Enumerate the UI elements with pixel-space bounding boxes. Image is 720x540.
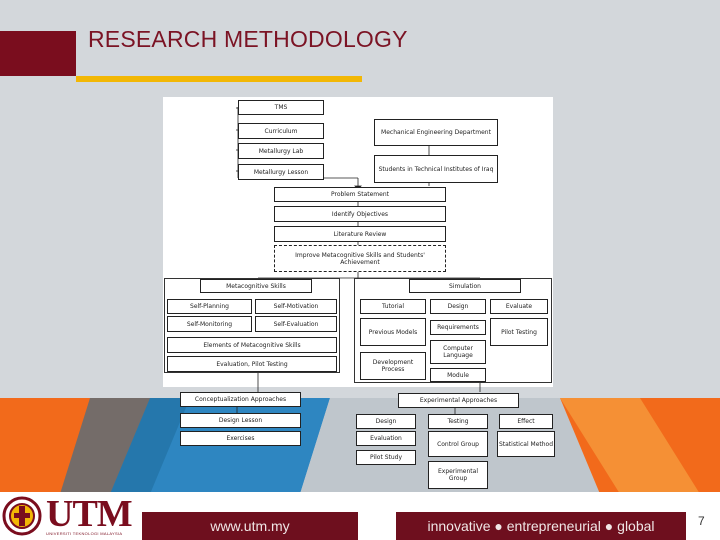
footer-tagline: innovative ● entrepreneurial ● global	[396, 512, 686, 540]
box-self-planning: Self-Planning	[167, 299, 252, 314]
logo-wordmark: UTM	[46, 493, 133, 535]
box-students: Students in Technical Institutes of Iraq	[374, 155, 498, 183]
box-experimental: Experimental Approaches	[398, 393, 519, 408]
page-number: 7	[698, 514, 705, 528]
box-elements: Elements of Metacognitive Skills	[167, 337, 337, 353]
box-identify-objectives: Identify Objectives	[274, 206, 446, 222]
box-curriculum: Curriculum	[238, 123, 324, 139]
box-improve-skills: Improve Metacognitive Skills and Student…	[274, 245, 446, 272]
box-simulation-header: Simulation	[409, 279, 521, 293]
box-pilot-study: Pilot Study	[356, 450, 416, 465]
box-evaluation-pilot: Evaluation, Pilot Testing	[167, 356, 337, 372]
box-module: Module	[430, 368, 486, 382]
box-metallurgy-lesson: Metallurgy Lesson	[238, 164, 324, 180]
box-computer-language: Computer Language	[430, 340, 486, 364]
box-exp-effect: Effect	[499, 414, 553, 429]
box-literature-review: Literature Review	[274, 226, 446, 242]
slide-title: RESEARCH METHODOLOGY	[88, 26, 408, 52]
box-pilot-testing: Pilot Testing	[490, 318, 548, 346]
footer-url-link[interactable]: www.utm.my	[142, 512, 358, 540]
group-metacognitive	[164, 278, 340, 373]
box-mechanical-dept: Mechanical Engineering Department	[374, 119, 498, 146]
box-conceptualization: Conceptualization Approaches	[180, 392, 301, 407]
box-metallurgy-lab: Metallurgy Lab	[238, 143, 324, 159]
box-design-lesson: Design Lesson	[180, 413, 301, 428]
box-self-monitoring: Self-Monitoring	[167, 316, 252, 332]
utm-logo-icon	[2, 496, 42, 536]
box-exp-testing: Testing	[428, 414, 488, 429]
box-exercises: Exercises	[180, 431, 301, 446]
box-exp-design: Design	[356, 414, 416, 429]
box-metacognitive-header: Metacognitive Skills	[200, 279, 312, 293]
logo-subtitle: UNIVERSITI TEKNOLOGI MALAYSIA	[46, 531, 123, 536]
box-tms: TMS	[238, 100, 324, 115]
title-accent-block	[0, 31, 76, 76]
box-evaluate: Evaluate	[490, 299, 548, 314]
box-exp-evaluation: Evaluation	[356, 431, 416, 446]
box-previous-models: Previous Models	[360, 318, 426, 346]
box-control-group: Control Group	[428, 431, 488, 457]
box-design: Design	[430, 299, 486, 314]
box-development-process: Development Process	[360, 352, 426, 380]
box-experimental-group: Experimental Group	[428, 461, 488, 489]
box-problem-statement: Problem Statement	[274, 187, 446, 202]
box-self-motivation: Self-Motivation	[255, 299, 337, 314]
group-simulation	[354, 278, 552, 383]
box-self-evaluation: Self-Evaluation	[255, 316, 337, 332]
title-underline	[76, 76, 362, 82]
box-requirements: Requirements	[430, 320, 486, 335]
box-statistical-method: Statistical Method	[497, 431, 555, 457]
box-tutorial: Tutorial	[360, 299, 426, 314]
